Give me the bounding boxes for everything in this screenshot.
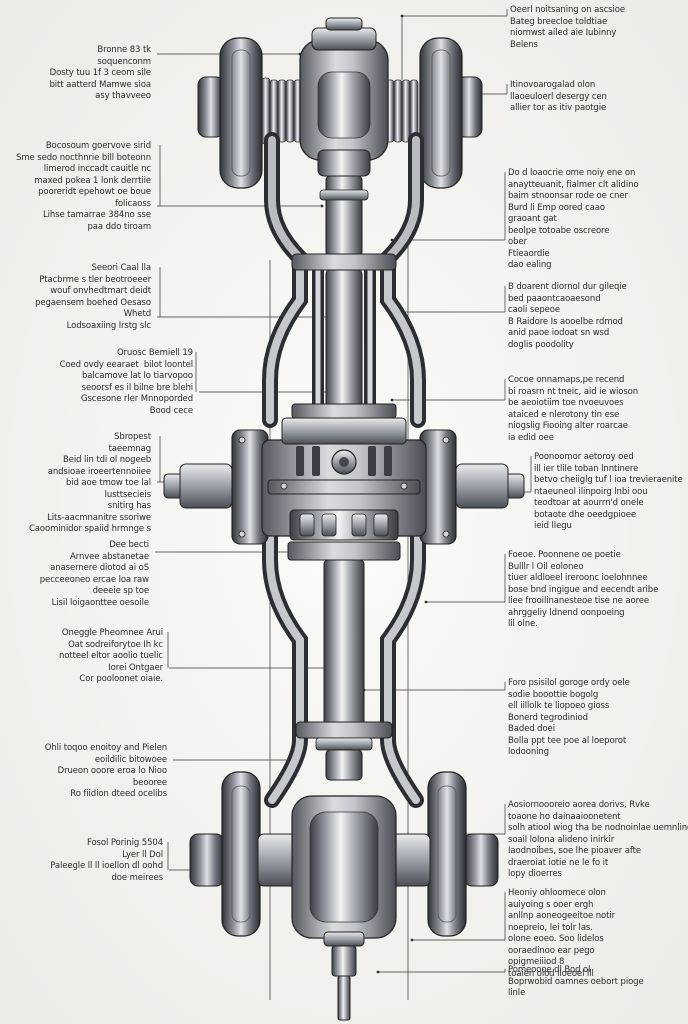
callout-left-3: Seeori Caal lla Ptacbrme s tler beotroee… bbox=[35, 263, 151, 331]
callout-right-11-anchor bbox=[376, 970, 380, 974]
callout-left-2: Bocosoum goervove sirid Sme sedo nocthnr… bbox=[16, 141, 151, 232]
callout-left-1: Bronne 83 tk soquenconm Dosty tuu 1f 3 c… bbox=[49, 45, 152, 101]
callout-right-5: Cocoe onnamaps,pe recend bi roasrn nt tn… bbox=[508, 375, 639, 443]
lower-shaft bbox=[295, 559, 393, 781]
callout-right-10: Heoniy ohloomece olon auiyoing s ooer er… bbox=[508, 888, 615, 979]
callout-right-6: Poonoomor aetoroy oed ill ier tlile toba… bbox=[534, 452, 683, 531]
callout-right-8: Foro psisilol goroge ordy oele sodie boo… bbox=[508, 678, 630, 757]
callout-right-7-anchor bbox=[424, 600, 428, 604]
callout-left-9: Fosol Porinig 5504 Lyer ll Dol Paleegle … bbox=[50, 838, 163, 883]
callout-left-7: Oneggle Pheomnee Arui Oat sodreiforytoe … bbox=[59, 628, 163, 684]
callout-left-8: Ohli toqoo enoitoy and Pielen eoildilic … bbox=[44, 743, 167, 799]
callout-right-2: Itinovoarogalad olon llaoeuloerl desergy… bbox=[510, 80, 607, 113]
callout-right-1: Oeerl noitsaning on ascsioe Bateg breecl… bbox=[510, 5, 625, 50]
callout-right-9: Aosiornoooreio aorea dorivs, Rvke toaone… bbox=[508, 800, 688, 879]
top-axle bbox=[197, 17, 483, 189]
callout-left-2-anchor bbox=[320, 204, 324, 208]
callout-right-10-anchor bbox=[410, 938, 414, 942]
callout-right-5-anchor bbox=[390, 398, 394, 402]
callout-right-4: B doarent diornol dur gileqie bed paaont… bbox=[508, 282, 627, 350]
callout-right-3: Do d loaocrie ome noiy ene on anaytteuan… bbox=[508, 168, 639, 270]
callout-right-7: Foeoe. Poonnene oe poetie Bulllr l Oil e… bbox=[508, 550, 659, 629]
middle-gearbox bbox=[163, 417, 525, 561]
bottom-axle bbox=[189, 771, 499, 1021]
upper-shaft bbox=[291, 175, 397, 421]
callout-left-5: Sbropest taeemnag Beid lin tdi ol nogeeb… bbox=[28, 432, 151, 534]
callout-right-11: Pomeoooe dl Bod ol Boprwobid oamnes oebo… bbox=[508, 965, 644, 998]
callout-left-6: Dee becti Arnvee abstanetae anasernere d… bbox=[39, 540, 149, 608]
callout-left-4: Oruosc Bemiell 19 Coed ovdy eearaet bilo… bbox=[59, 348, 193, 416]
